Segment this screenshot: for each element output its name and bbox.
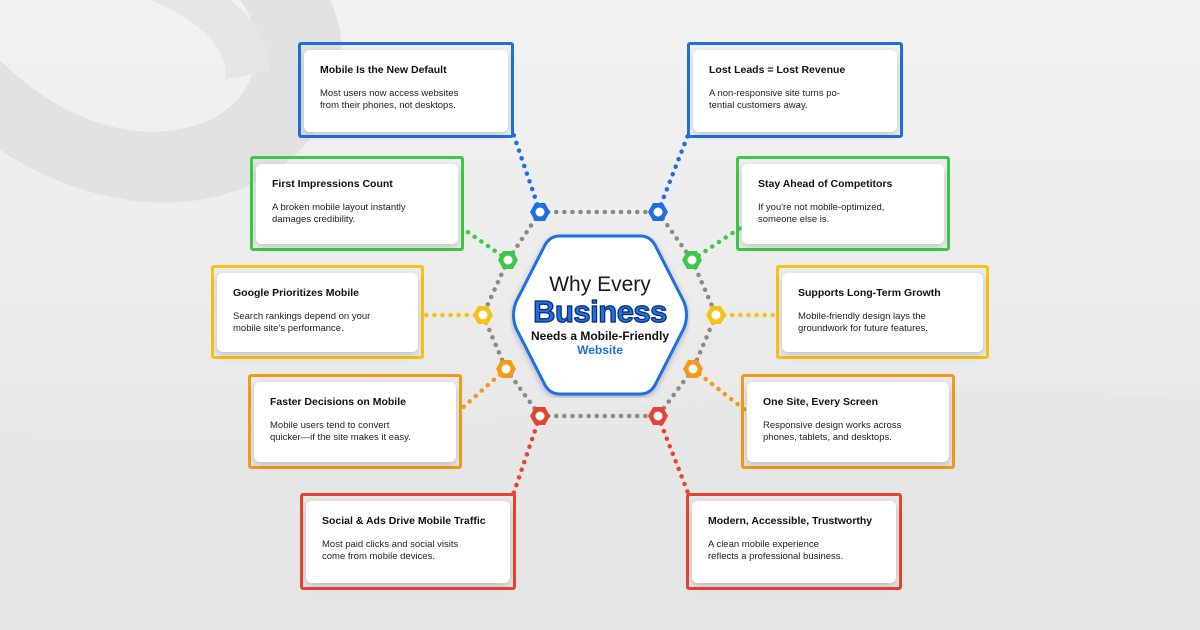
frame-one-site xyxy=(741,374,955,469)
card-title: Social & Ads Drive Mobile Traffic xyxy=(322,515,486,527)
frame-lost-leads xyxy=(687,42,903,138)
center-title-business: Business xyxy=(532,293,668,329)
card-long-term-growth: Supports Long-Term Growth Mobile-friendl… xyxy=(782,273,983,352)
hex-node-red-right xyxy=(648,407,668,425)
frame-first-impressions xyxy=(250,156,464,251)
card-description: A broken mobile layout instantly damages… xyxy=(272,202,406,225)
card-description: Search rankings depend on your mobile si… xyxy=(233,311,371,334)
hex-node-yellow-left xyxy=(473,306,493,324)
card-description: Mobile-friendly design lays the groundwo… xyxy=(798,311,928,334)
hex-node-yellow-right xyxy=(706,306,726,324)
card-description: A clean mobile experience reflects a pro… xyxy=(708,539,844,562)
frame-long-term-growth xyxy=(776,265,989,359)
card-title: Mobile Is the New Default xyxy=(320,64,447,76)
center-title: Why Every Business Needs a Mobile-Friend… xyxy=(510,232,690,398)
card-social-ads: Social & Ads Drive Mobile Traffic Most p… xyxy=(306,501,510,583)
hex-node-blue-left xyxy=(530,203,550,221)
hex-node-orange-left xyxy=(496,360,516,378)
card-google-prioritizes: Google Prioritizes Mobile Search ranking… xyxy=(217,273,418,352)
card-one-site: One Site, Every Screen Responsive design… xyxy=(747,382,949,462)
card-title: Faster Decisions on Mobile xyxy=(270,396,406,408)
hex-node-blue-right xyxy=(648,203,668,221)
card-description: Mobile users tend to convert quicker—if … xyxy=(270,420,411,443)
hex-node-green-right xyxy=(682,251,702,269)
frame-mobile-default xyxy=(298,42,514,138)
card-stay-ahead: Stay Ahead of Competitors If you're not … xyxy=(742,164,944,244)
hex-node-green-left xyxy=(498,251,518,269)
card-trustworthy: Modern, Accessible, Trustworthy A clean … xyxy=(692,501,896,583)
center-title-website: Website xyxy=(577,342,623,357)
center-title-line3: Needs a Mobile-Friendly xyxy=(530,328,670,343)
hex-node-orange-right xyxy=(683,360,703,378)
hex-node-red-left xyxy=(530,407,550,425)
card-first-impressions: First Impressions Count A broken mobile … xyxy=(256,164,458,244)
card-title: Google Prioritizes Mobile xyxy=(233,287,360,299)
card-title: First Impressions Count xyxy=(272,178,393,190)
card-description: Most paid clicks and social visits come … xyxy=(322,539,459,562)
card-mobile-default: Mobile Is the New Default Most users now… xyxy=(304,50,508,132)
card-description: If you're not mobile-optimized, someone … xyxy=(758,202,885,225)
card-description: Responsive design works across phones, t… xyxy=(763,420,902,443)
card-title: Stay Ahead of Competitors xyxy=(758,178,893,190)
frame-google-prioritizes xyxy=(211,265,424,359)
frame-trustworthy xyxy=(686,493,902,590)
frame-social-ads xyxy=(300,493,516,590)
card-description: Most users now access websites from thei… xyxy=(320,88,459,111)
card-title: One Site, Every Screen xyxy=(763,396,878,408)
frame-faster-decisions xyxy=(248,374,462,469)
frame-stay-ahead xyxy=(736,156,950,251)
center-hexagon xyxy=(512,234,688,396)
card-title: Lost Leads = Lost Revenue xyxy=(709,64,846,76)
center-title-line1: Why Every xyxy=(549,272,651,296)
card-title: Modern, Accessible, Trustworthy xyxy=(708,515,873,527)
card-lost-leads: Lost Leads = Lost Revenue A non-responsi… xyxy=(693,50,897,132)
card-title: Supports Long-Term Growth xyxy=(798,287,941,299)
card-description: A non-responsive site turns po- tential … xyxy=(709,88,840,111)
card-faster-decisions: Faster Decisions on Mobile Mobile users … xyxy=(254,382,456,462)
